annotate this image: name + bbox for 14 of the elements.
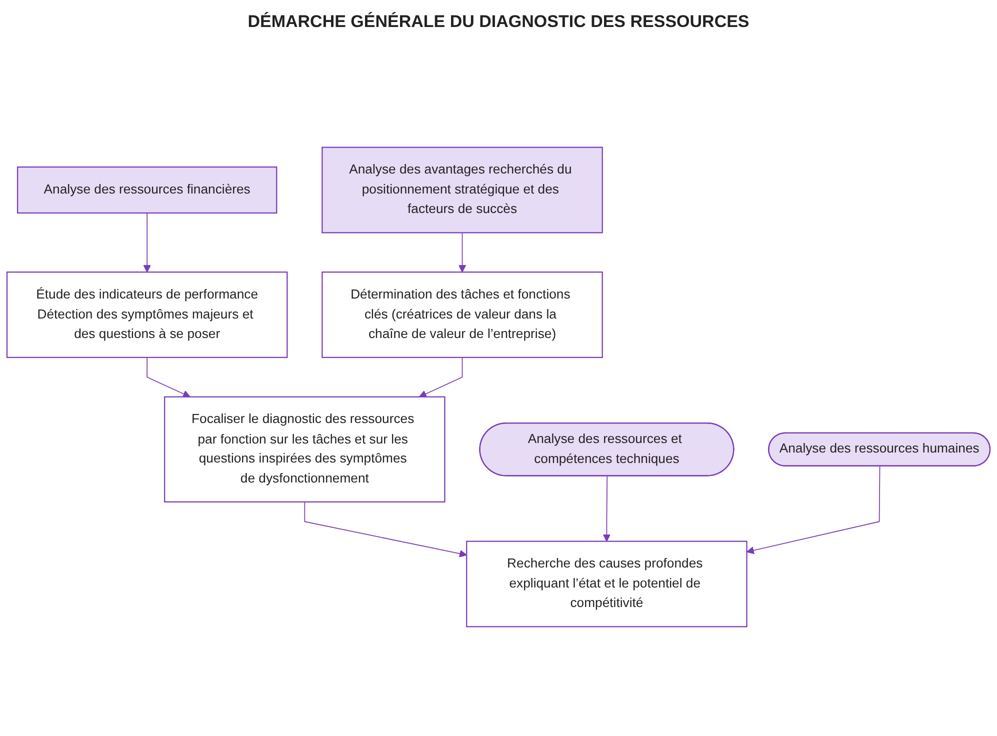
arrow: [602, 476, 611, 542]
diagram-title: DÉMARCHE GÉNÉRALE DU DIAGNOSTIC DES RESSOURCES: [248, 12, 750, 32]
node-box: Étude des indicateurs de performance Détection des symptômes majeurs et des questions à se poser: [6, 272, 288, 358]
node-box: Recherche des causes profondes expliquant l’état et le potentiel de compétitivité: [466, 540, 748, 628]
node-box: Focaliser le diagnostic des ressources par fonction sur les tâches et sur les questions inspirées des symptômes de dysfonctionnement: [164, 396, 446, 502]
node-box: Analyse des ressources financières: [16, 166, 278, 214]
arrow: [143, 212, 151, 272]
arrow: [418, 357, 463, 398]
node-box: Analyse des avantages recherchés du positionnement stratégique et des facteurs de succès: [322, 146, 603, 234]
arrow: [458, 232, 466, 272]
arrow: [304, 501, 467, 558]
node-box: Détermination des tâches et fonctions clés (créatrices de valeur dans la chaîne de valeur de l’entreprise): [322, 272, 603, 358]
arrow: [146, 357, 190, 398]
arrow: [746, 466, 880, 554]
